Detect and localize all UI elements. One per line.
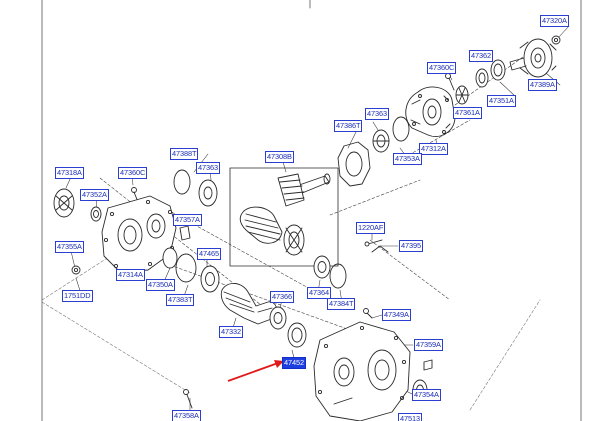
part-label-47384t[interactable]: 47384T [327, 298, 356, 310]
part-label-47354a[interactable]: 47354A [412, 389, 441, 401]
part-label-47386t[interactable]: 47386T [334, 120, 363, 132]
part-label-47383t[interactable]: 47383T [166, 294, 195, 306]
part-label-47308b[interactable]: 47308B [265, 151, 294, 163]
part-label-47363-top[interactable]: 47363 [365, 108, 390, 120]
part-label-47355a[interactable]: 47355A [55, 241, 84, 253]
part-label-47360c[interactable]: 47360C [427, 62, 457, 74]
part-label-47358a[interactable]: 47358A [172, 410, 201, 421]
part-label-47320a[interactable]: 47320A [540, 15, 569, 27]
part-label-47350a[interactable]: 47350A [146, 279, 175, 291]
part-label-47362[interactable]: 47362 [469, 50, 494, 62]
part-label-47349a[interactable]: 47349A [382, 309, 411, 321]
part-label-47360c-left[interactable]: 47360C [118, 167, 148, 179]
pointer-arrow-icon [227, 360, 284, 382]
part-label-47353a[interactable]: 47353A [393, 153, 422, 165]
part-label-47388t[interactable]: 47388T [170, 148, 199, 160]
part-label-47357a[interactable]: 47357A [173, 214, 202, 226]
part-label-47361a[interactable]: 47361A [453, 107, 482, 119]
part-label-47366[interactable]: 47366 [270, 291, 295, 303]
part-label-47364[interactable]: 47364 [307, 287, 332, 299]
part-label-47351a[interactable]: 47351A [487, 95, 516, 107]
part-label-47389a[interactable]: 47389A [528, 79, 557, 91]
part-label-47332[interactable]: 47332 [219, 326, 244, 338]
part-label-47363-mid[interactable]: 47363 [196, 162, 221, 174]
part-label-47395[interactable]: 47395 [399, 240, 424, 252]
part-label-47465[interactable]: 47465 [197, 248, 222, 260]
part-label-47312a[interactable]: 47312A [419, 143, 448, 155]
part-label-47318a[interactable]: 47318A [55, 167, 84, 179]
part-label-47513[interactable]: 47513 [398, 413, 423, 421]
part-label-47359a[interactable]: 47359A [414, 339, 443, 351]
part-label-47314a[interactable]: 47314A [116, 269, 145, 281]
part-label-47452-highlighted[interactable]: 47452 [282, 357, 307, 369]
part-label-1751dd[interactable]: 1751DD [62, 290, 93, 302]
part-label-1220af[interactable]: 1220AF [356, 222, 386, 234]
part-label-47352a[interactable]: 47352A [80, 189, 109, 201]
